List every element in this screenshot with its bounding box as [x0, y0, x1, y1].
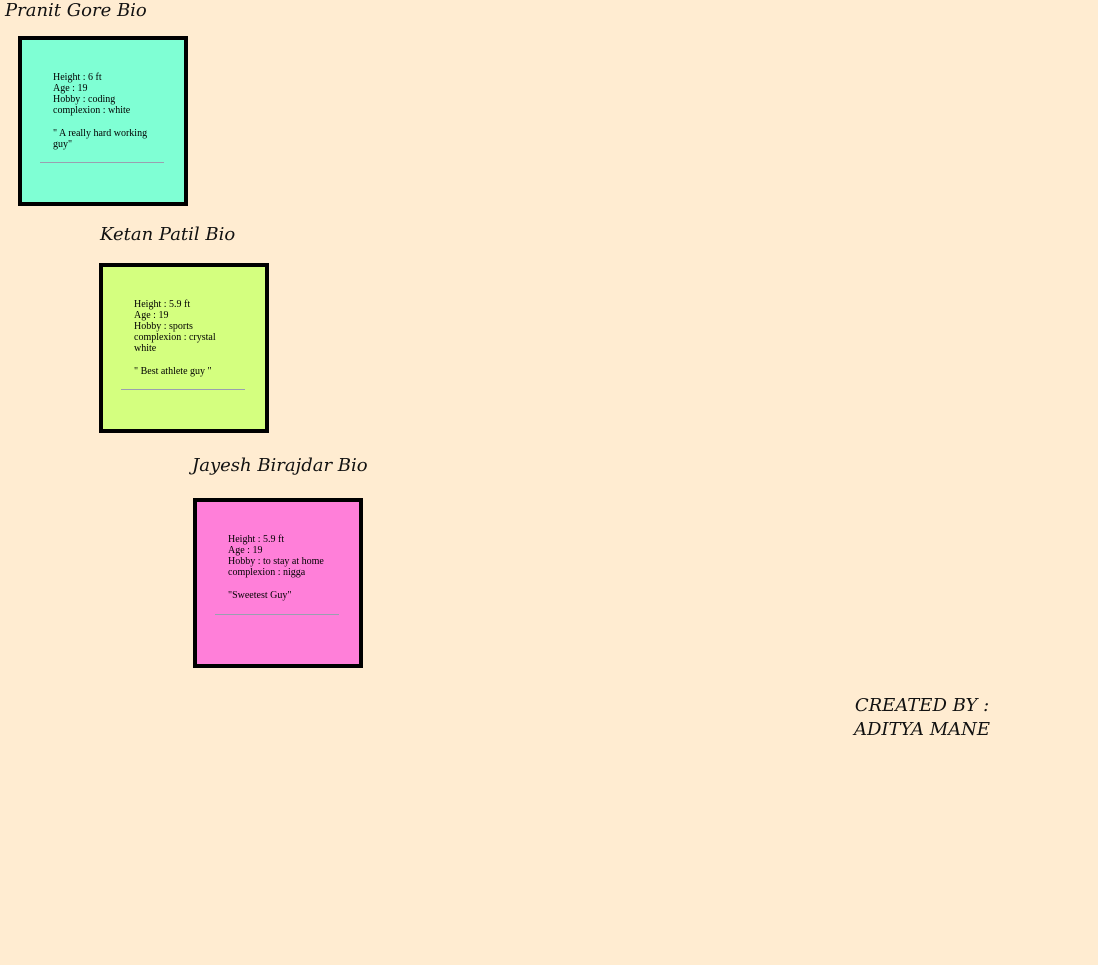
- bio-hobby: Hobby : coding: [53, 94, 116, 105]
- bio-divider: [121, 389, 245, 390]
- bio-height: Height : 5.9 ft: [228, 534, 285, 545]
- bio-card-details: Height : 5.9 ft Age : 19 Hobby : to stay…: [228, 534, 340, 601]
- bio-title-pranit-gore: Pranit Gore Bio: [5, 0, 147, 21]
- bio-complexion: complexion : crystal white: [134, 332, 216, 354]
- bio-card-pranit-gore: Height : 6 ft Age : 19 Hobby : coding co…: [18, 36, 188, 206]
- bio-height: Height : 6 ft: [53, 72, 102, 83]
- bio-card-ketan-patil: Height : 5.9 ft Age : 19 Hobby : sports …: [99, 263, 269, 433]
- bio-quote: "Sweetest Guy": [228, 590, 292, 601]
- footer-credit-line1: CREATED BY :: [854, 695, 990, 716]
- bio-complexion: complexion : white: [53, 105, 131, 116]
- bio-height: Height : 5.9 ft: [134, 299, 191, 310]
- footer-credit-line2: ADITYA MANE: [853, 719, 991, 740]
- bio-age: Age : 19: [228, 545, 263, 556]
- bio-quote: " Best athlete guy ": [134, 366, 212, 377]
- bio-divider: [40, 162, 164, 163]
- bio-card-details: Height : 5.9 ft Age : 19 Hobby : sports …: [134, 299, 238, 377]
- bio-hobby: Hobby : to stay at home: [228, 556, 324, 567]
- bio-card-details: Height : 6 ft Age : 19 Hobby : coding co…: [53, 72, 157, 150]
- bio-age: Age : 19: [53, 83, 88, 94]
- bio-card-jayesh-birajdar: Height : 5.9 ft Age : 19 Hobby : to stay…: [193, 498, 363, 668]
- bio-title-jayesh-birajdar: Jayesh Birajdar Bio: [192, 455, 368, 476]
- bio-age: Age : 19: [134, 310, 169, 321]
- bio-quote: " A really hard working guy": [53, 128, 148, 150]
- bio-divider: [215, 614, 339, 615]
- bio-title-ketan-patil: Ketan Patil Bio: [100, 224, 236, 245]
- bio-hobby: Hobby : sports: [134, 321, 193, 332]
- bio-complexion: complexion : nigga: [228, 567, 306, 578]
- footer-credit: CREATED BY : ADITYA MANE: [848, 694, 996, 742]
